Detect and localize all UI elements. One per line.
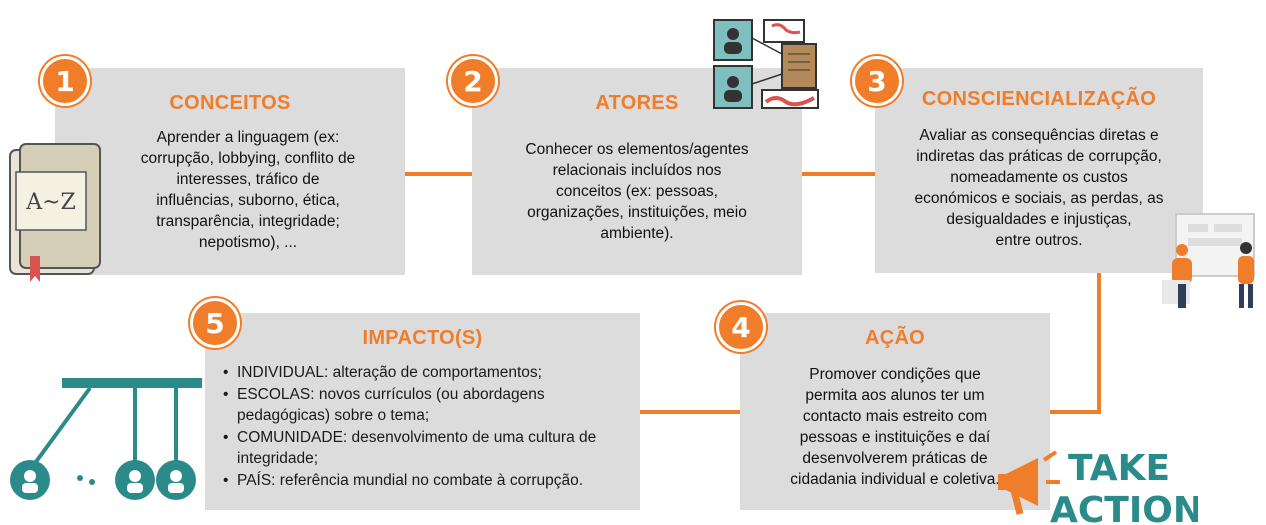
connector-3-4-horizontal [1050,410,1101,414]
step-title: AÇÃO [864,327,926,349]
actors-frames-icon [713,19,819,109]
step-number-badge: 5 [190,298,240,348]
logo-text-take: TAKE [1068,448,1170,489]
connector-3-4-vertical [1097,270,1101,412]
newton-cradle-icon [10,378,202,500]
step-title: ATORES [595,92,679,114]
step-description: Avaliar as consequências diretas e indir… [914,127,1164,249]
book-label: A~Z [25,190,76,215]
step-title: IMPACTO(S) [362,327,483,349]
take-action-logo: TAKE ACTION [998,448,1198,525]
step-number-badge: 2 [448,56,498,106]
step-box-conceitos: CONCEITOS Aprender a linguagem (ex: corr… [55,68,405,275]
step-number-badge: 3 [852,56,902,106]
connector-4-5 [640,410,740,414]
connector-1-2 [405,172,475,176]
people-whiteboard-icon [1162,213,1255,308]
step-description: Aprender a linguagem (ex: corrupção, lob… [140,129,356,251]
step-number-badge: 4 [716,302,766,352]
step-number-badge: 1 [40,56,90,106]
impact-item: COMUNIDADE: desenvolvimento de uma cultu… [223,427,640,470]
impact-list: INDIVIDUAL: alteração de comportamentos;… [223,362,640,491]
step-description: Promover condições que permita aos aluno… [790,366,1000,488]
impact-item: PAÍS: referência mundial no combate à co… [223,470,640,492]
impact-item: INDIVIDUAL: alteração de comportamentos; [223,362,640,384]
impact-item: ESCOLAS: novos currículos (ou abordagens… [223,384,640,427]
step-title: CONCEITOS [169,92,291,114]
logo-text-action: ACTION [1050,490,1198,525]
step-box-acao: AÇÃO Promover condições que permita aos … [740,313,1050,510]
connector-2-3 [800,172,880,176]
step-box-impactos: IMPACTO(S) INDIVIDUAL: alteração de comp… [205,313,640,510]
step-description: Conhecer os elementos/agentes relacionai… [525,141,749,242]
step-box-consciencializacao: CONSCIENCIALIZAÇÃO Avaliar as consequênc… [875,68,1203,273]
step-title: CONSCIENCIALIZAÇÃO [921,88,1157,110]
dictionary-book-icon: A~Z [9,143,101,282]
